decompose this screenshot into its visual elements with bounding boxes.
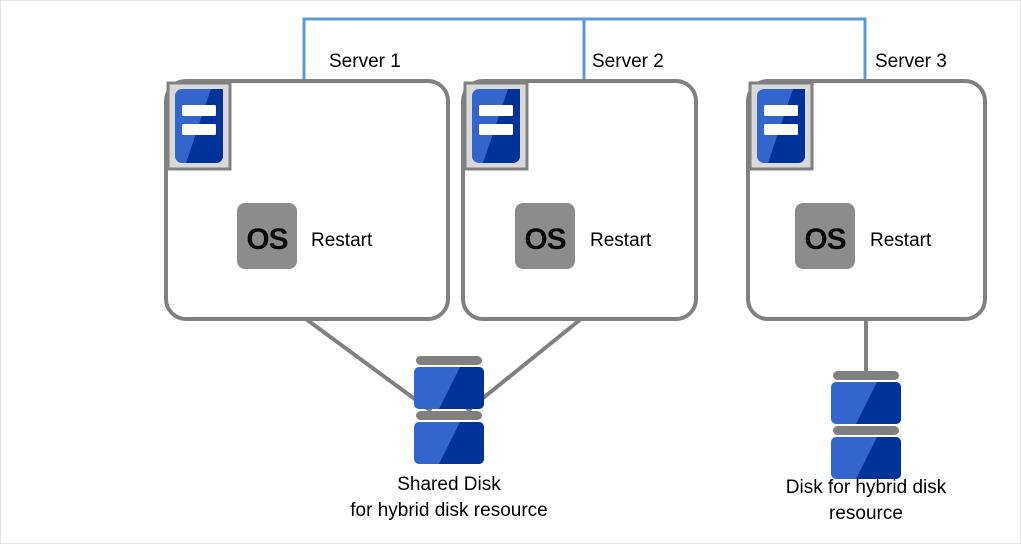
server-1-title: Server 1 <box>329 51 401 72</box>
hybrid-disk-caption-line1: Disk for hybrid disk <box>786 477 947 498</box>
server-icon <box>166 81 232 171</box>
connectors <box>304 317 868 413</box>
server-icon <box>748 81 814 171</box>
server-3-title: Server 3 <box>875 51 947 72</box>
disk-icon[interactable] <box>831 371 901 479</box>
server-icon <box>463 81 529 171</box>
disk-icon[interactable] <box>414 356 484 464</box>
server-1-status-label: Restart <box>311 230 373 251</box>
os-icon <box>237 203 297 269</box>
server-1-box[interactable] <box>164 79 450 321</box>
shared-disk-caption-line1: Shared Disk <box>397 474 501 495</box>
os-icon-label: OS <box>524 223 565 256</box>
hybrid-disk-caption-line2: resource <box>829 503 903 524</box>
cluster-bracket <box>302 17 867 81</box>
os-icon <box>795 203 855 269</box>
hybrid-disk-group[interactable]: Disk for hybrid disk resource <box>786 371 947 524</box>
server-2-group[interactable]: OS Restart Server 2 <box>461 51 698 321</box>
server-1-group[interactable]: OS Restart Server 1 <box>164 51 450 321</box>
server-2-status-label: Restart <box>590 230 652 251</box>
shared-disk-caption-line2: for hybrid disk resource <box>350 500 547 521</box>
connector-server1-to-shared-disk <box>304 317 433 413</box>
server-2-title: Server 2 <box>592 51 664 72</box>
os-icon-label: OS <box>246 223 287 256</box>
shared-disk-group[interactable]: Shared Disk for hybrid disk resource <box>350 356 548 521</box>
server-3-status-label: Restart <box>870 230 932 251</box>
server-3-group[interactable]: OS Restart Server 3 <box>746 51 987 321</box>
os-icon <box>515 203 575 269</box>
os-icon-label: OS <box>804 223 845 256</box>
connector-server2-to-shared-disk <box>465 317 583 413</box>
